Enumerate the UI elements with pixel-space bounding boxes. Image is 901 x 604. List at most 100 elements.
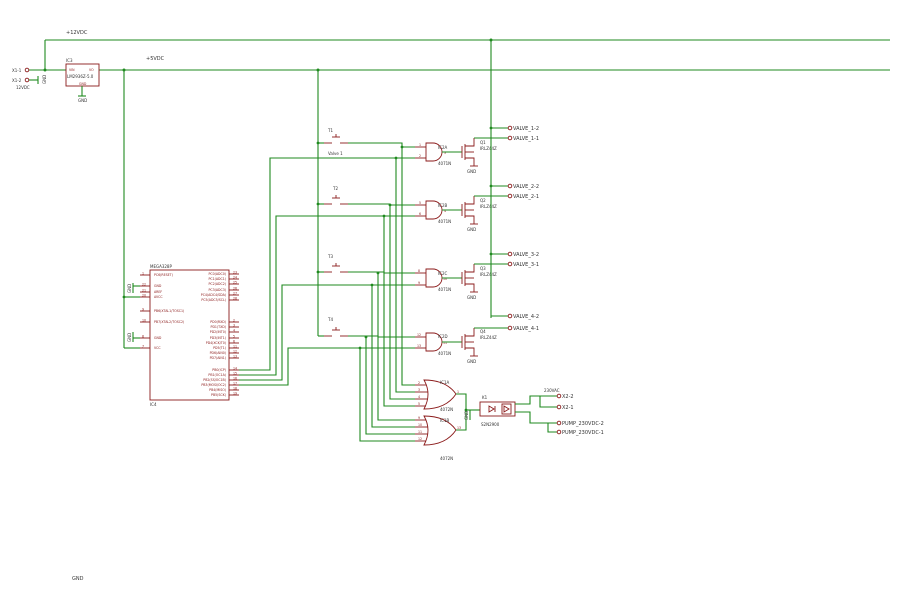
x2-2-pad[interactable] [556, 393, 562, 399]
valve-2-1-label: VALVE_2-1 [513, 194, 539, 200]
valve-4-2-label: VALVE_4-2 [513, 314, 539, 320]
mcu-left-pin-label: VCC [154, 346, 161, 350]
mosfet-q2-part: IRLZ44Z [480, 204, 497, 209]
relay-k1: K1 S2N2900 GND [464, 395, 516, 427]
switch-t4[interactable]: T4 [324, 317, 348, 337]
svg-text:13: 13 [457, 426, 461, 430]
svg-text:2: 2 [419, 154, 421, 158]
power-rails: +12VDC +5VDC GND [26, 30, 890, 582]
valve-2-1-pad[interactable] [507, 193, 513, 199]
mosfet-q3-gnd: GND [467, 295, 476, 300]
switch-t2[interactable]: T2 [324, 186, 348, 205]
x2-1-pad[interactable] [556, 404, 562, 410]
valve-4-2-pad[interactable] [507, 313, 513, 319]
mcu-right-pin-label: PD0(RXD) [210, 320, 226, 324]
pump-1-pad[interactable] [556, 429, 562, 435]
mcu-right-pin-label: PD5(T1) [213, 346, 226, 350]
gate-ic2b-name: IC2B [438, 203, 448, 208]
mcu-left-pin-label: AVCC [154, 295, 163, 299]
mosfet-q4: Q4 IRLZ44Z GND [461, 328, 497, 364]
mcu-right-pin-label: PD7(AIN1) [210, 356, 226, 360]
gate-ic2d-name: IC2D [438, 334, 448, 339]
mcu-right-pin-num: 6 [233, 339, 235, 343]
or-output-wires [456, 393, 480, 431]
mcu-right-pin-num: 19 [233, 391, 237, 395]
rail-12v-label: +12VDC [66, 30, 88, 36]
regulator-ic3: IC3 VIN VO GND LM2936Z-5.0 GND [65, 58, 100, 103]
x1-1-pad[interactable] [24, 67, 30, 73]
valve-connectors: VALVE_1-2 VALVE_1-1 VALVE_2-2 VALVE_2-1 … [507, 125, 539, 332]
svg-text:12: 12 [417, 333, 421, 337]
svg-text:9: 9 [418, 281, 420, 285]
switch-t1[interactable]: T1 Valve 1 [324, 128, 348, 156]
mcu-left-pin-label: GND [154, 284, 162, 288]
svg-text:4: 4 [444, 209, 446, 213]
svg-text:11: 11 [418, 430, 422, 434]
mcu-right-pin-label: PD1(TXD) [211, 325, 226, 329]
valve-1-1-pad[interactable] [507, 135, 513, 141]
mcu-right-pin-num: 24 [233, 275, 237, 279]
valve-2-2-label: VALVE_2-2 [513, 184, 539, 190]
mosfet-q2-name: Q2 [480, 198, 486, 203]
mcu-right-pin-label: PB5(SCK) [211, 393, 226, 397]
svg-text:8: 8 [418, 269, 420, 273]
mosfet-q1-name: Q1 [480, 140, 486, 145]
svg-text:11: 11 [443, 341, 447, 345]
mosfet-q4-name: Q4 [480, 329, 486, 334]
mcu-right-pin-label: PC3(ADC3) [208, 288, 226, 292]
svg-text:4: 4 [418, 395, 420, 399]
mcu-right-pin-num: 18 [233, 386, 237, 390]
regulator-part: LM2936Z-5.0 [67, 74, 94, 79]
mcu-left-pin-num: 21 [142, 288, 146, 292]
valve-1-2-pad[interactable] [507, 125, 513, 131]
gate-ic2a-name: IC2A [438, 145, 448, 150]
mosfet-q3: Q3 IRLZ44Z GND [461, 264, 497, 300]
mcu-part: MEGA328P [150, 264, 172, 269]
svg-text:10: 10 [418, 423, 422, 427]
mcu-right-pin-num: 16 [233, 376, 237, 380]
mcu-right-pin-label: PC1(ADC1) [208, 277, 226, 281]
valve-3-2-pad[interactable] [507, 251, 513, 257]
mcu-left-pin-label: PC6(RESET) [154, 273, 173, 277]
switch-t3[interactable]: T3 [324, 254, 348, 273]
valve-3-1-pad[interactable] [507, 261, 513, 267]
mosfet-q2: Q2 IRLZ44Z GND [461, 196, 497, 232]
regulator-name: IC3 [66, 58, 73, 63]
mcu-right-pin-label: PC2(ADC2) [208, 282, 226, 286]
valve-4-1-pad[interactable] [507, 325, 513, 331]
mosfet-q1: Q1 IRLZ44Z GND [461, 138, 497, 174]
regulator-gnd-pin: GND [79, 82, 87, 86]
mcu-left-pin-num: 7 [142, 344, 144, 348]
svg-text:5: 5 [419, 201, 421, 205]
mcu-left-pin-num: 10 [142, 318, 146, 322]
svg-text:6: 6 [419, 212, 421, 216]
valve-1-2-label: VALVE_1-2 [513, 126, 539, 132]
mcu-right-pin-num: 26 [233, 286, 237, 290]
mcu-right-pin-label: PB4(MISO) [209, 388, 226, 392]
switch-t2-name: T2 [332, 186, 338, 191]
mcu-left-pin-num: 9 [142, 307, 144, 311]
mcu-right-pin-num: 12 [233, 349, 237, 353]
mosfet-q4-gnd: GND [467, 359, 476, 364]
valve-4-1-label: VALVE_4-1 [513, 326, 539, 332]
valve-3-2-label: VALVE_3-2 [513, 252, 539, 258]
gate-ic1a-name: IC1A [440, 380, 450, 385]
svg-text:10: 10 [443, 277, 447, 281]
relay-name: K1 [482, 395, 488, 400]
ac-voltage-label: 230VAC [544, 388, 560, 393]
mcu-right-pin-label: PD4(XCK/T0) [206, 341, 226, 345]
switch-t1-name: T1 [327, 128, 333, 133]
mcu-left-pin-label: AREF [154, 290, 162, 294]
relay-part: S2N2900 [481, 422, 500, 427]
valve-3-1-label: VALVE_3-1 [513, 262, 539, 268]
mcu-right-pin-num: 15 [233, 371, 237, 375]
mcu-gnd-a: GND [127, 284, 132, 293]
gate-ic2c: IC2C 4071N 8 9 10 [415, 268, 451, 292]
switch-wires [316, 70, 415, 442]
regulator-gnd-label: GND [78, 98, 87, 103]
pump-2-pad[interactable] [556, 420, 562, 426]
input-12v-label: 12VDC [16, 85, 30, 90]
valve-2-2-pad[interactable] [507, 183, 513, 189]
gate-ic2a-part: 4071N [438, 161, 451, 166]
x1-2-pad[interactable] [24, 77, 30, 83]
